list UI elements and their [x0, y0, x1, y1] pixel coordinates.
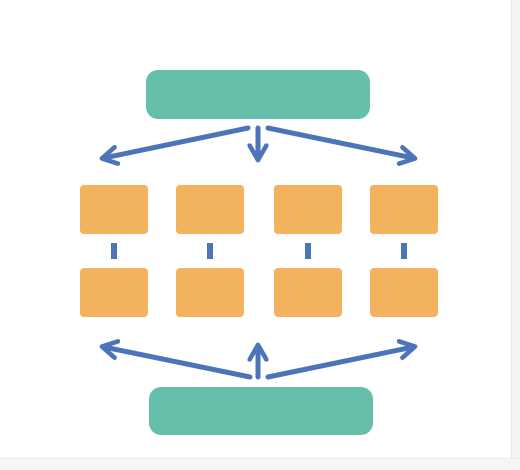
box-row2-col1: [80, 268, 148, 317]
bottom-arrows: [104, 347, 413, 380]
connector-col2: [207, 243, 213, 259]
box-row1-col2: [176, 185, 244, 234]
bottom-bar: [149, 387, 373, 435]
frame-edge-right: [511, 0, 520, 470]
connector-col3: [305, 243, 311, 259]
box-row2-col3: [274, 268, 342, 317]
top-arrows: [104, 125, 413, 158]
box-row1-col4: [370, 185, 438, 234]
frame-edge-bottom: [0, 458, 520, 470]
arrow-down-left-icon: [104, 125, 251, 158]
arrow-down-right-icon: [265, 125, 413, 158]
connector-col1: [111, 243, 117, 259]
flow-diagram: [80, 70, 438, 435]
box-row1-col1: [80, 185, 148, 234]
box-row1-col3: [274, 185, 342, 234]
box-row2-col4: [370, 268, 438, 317]
connector-col4: [401, 243, 407, 259]
box-row2-col2: [176, 268, 244, 317]
arrow-up-right-icon: [265, 347, 413, 380]
arrow-up-left-icon: [104, 347, 253, 380]
top-bar: [146, 70, 370, 119]
